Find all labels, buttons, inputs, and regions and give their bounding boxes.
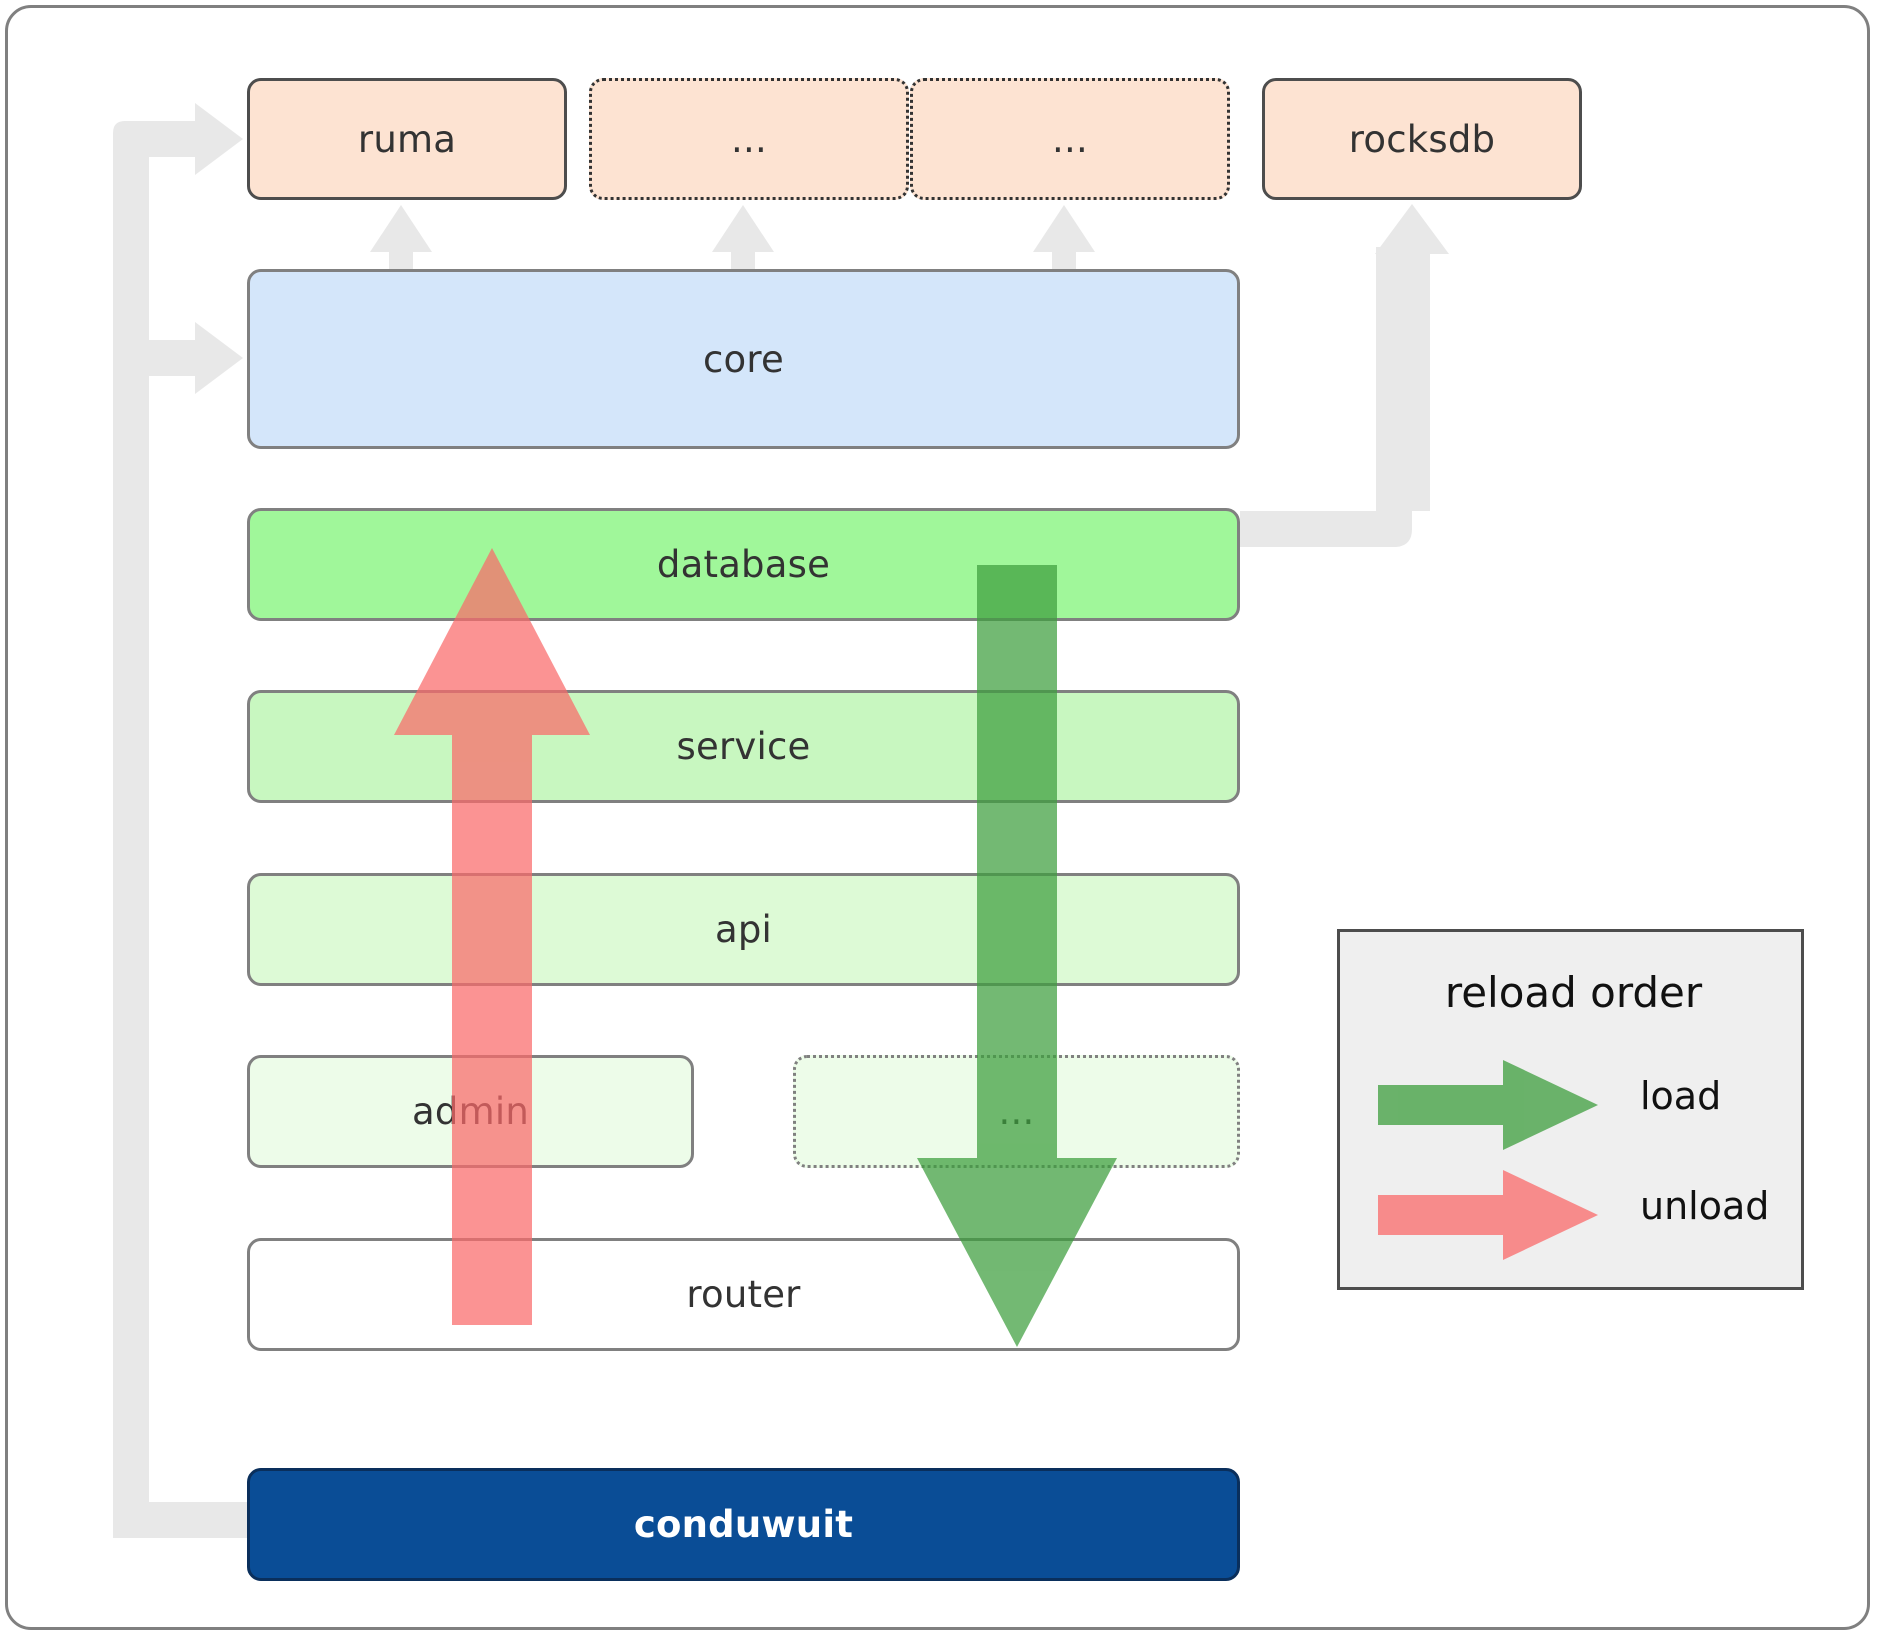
node-router[interactable]: router [247,1238,1240,1351]
legend-title: reload order [1444,968,1703,1017]
node-label-router: router [686,1273,801,1316]
node-rocksdb[interactable]: rocksdb [1262,78,1582,200]
load-arrow-icon [1378,1060,1598,1150]
legend-label-unload: unload [1640,1184,1770,1228]
node-label-external-1: ... [731,117,767,161]
node-ruma[interactable]: ruma [247,78,567,200]
legend-row-load: load [1340,1060,1807,1150]
node-external-placeholder-1[interactable]: ... [589,78,909,200]
node-service[interactable]: service [247,690,1240,803]
node-label-conduwuit: conduwuit [633,1503,854,1546]
node-conduwuit[interactable]: conduwuit [247,1468,1240,1581]
node-label-service: service [676,725,811,768]
unload-arrow-icon [1378,1170,1598,1260]
node-label-core: core [703,337,784,381]
node-label-layer-placeholder: ... [998,1090,1035,1133]
node-api[interactable]: api [247,873,1240,986]
node-label-api: api [714,908,773,951]
diagram-frame [5,5,1870,1630]
legend-reload-order: reload order load unload [1337,929,1804,1290]
node-layer-placeholder[interactable]: ... [793,1055,1240,1168]
node-label-admin: admin [412,1090,529,1133]
node-label-database: database [656,543,831,586]
node-label-external-2: ... [1052,117,1088,161]
node-label-rocksdb: rocksdb [1348,117,1496,161]
node-database[interactable]: database [247,508,1240,621]
node-core[interactable]: core [247,269,1240,449]
legend-label-load: load [1640,1074,1722,1118]
node-admin[interactable]: admin [247,1055,694,1168]
legend-row-unload: unload [1340,1170,1807,1260]
node-label-ruma: ruma [357,117,457,161]
node-external-placeholder-2[interactable]: ... [910,78,1230,200]
